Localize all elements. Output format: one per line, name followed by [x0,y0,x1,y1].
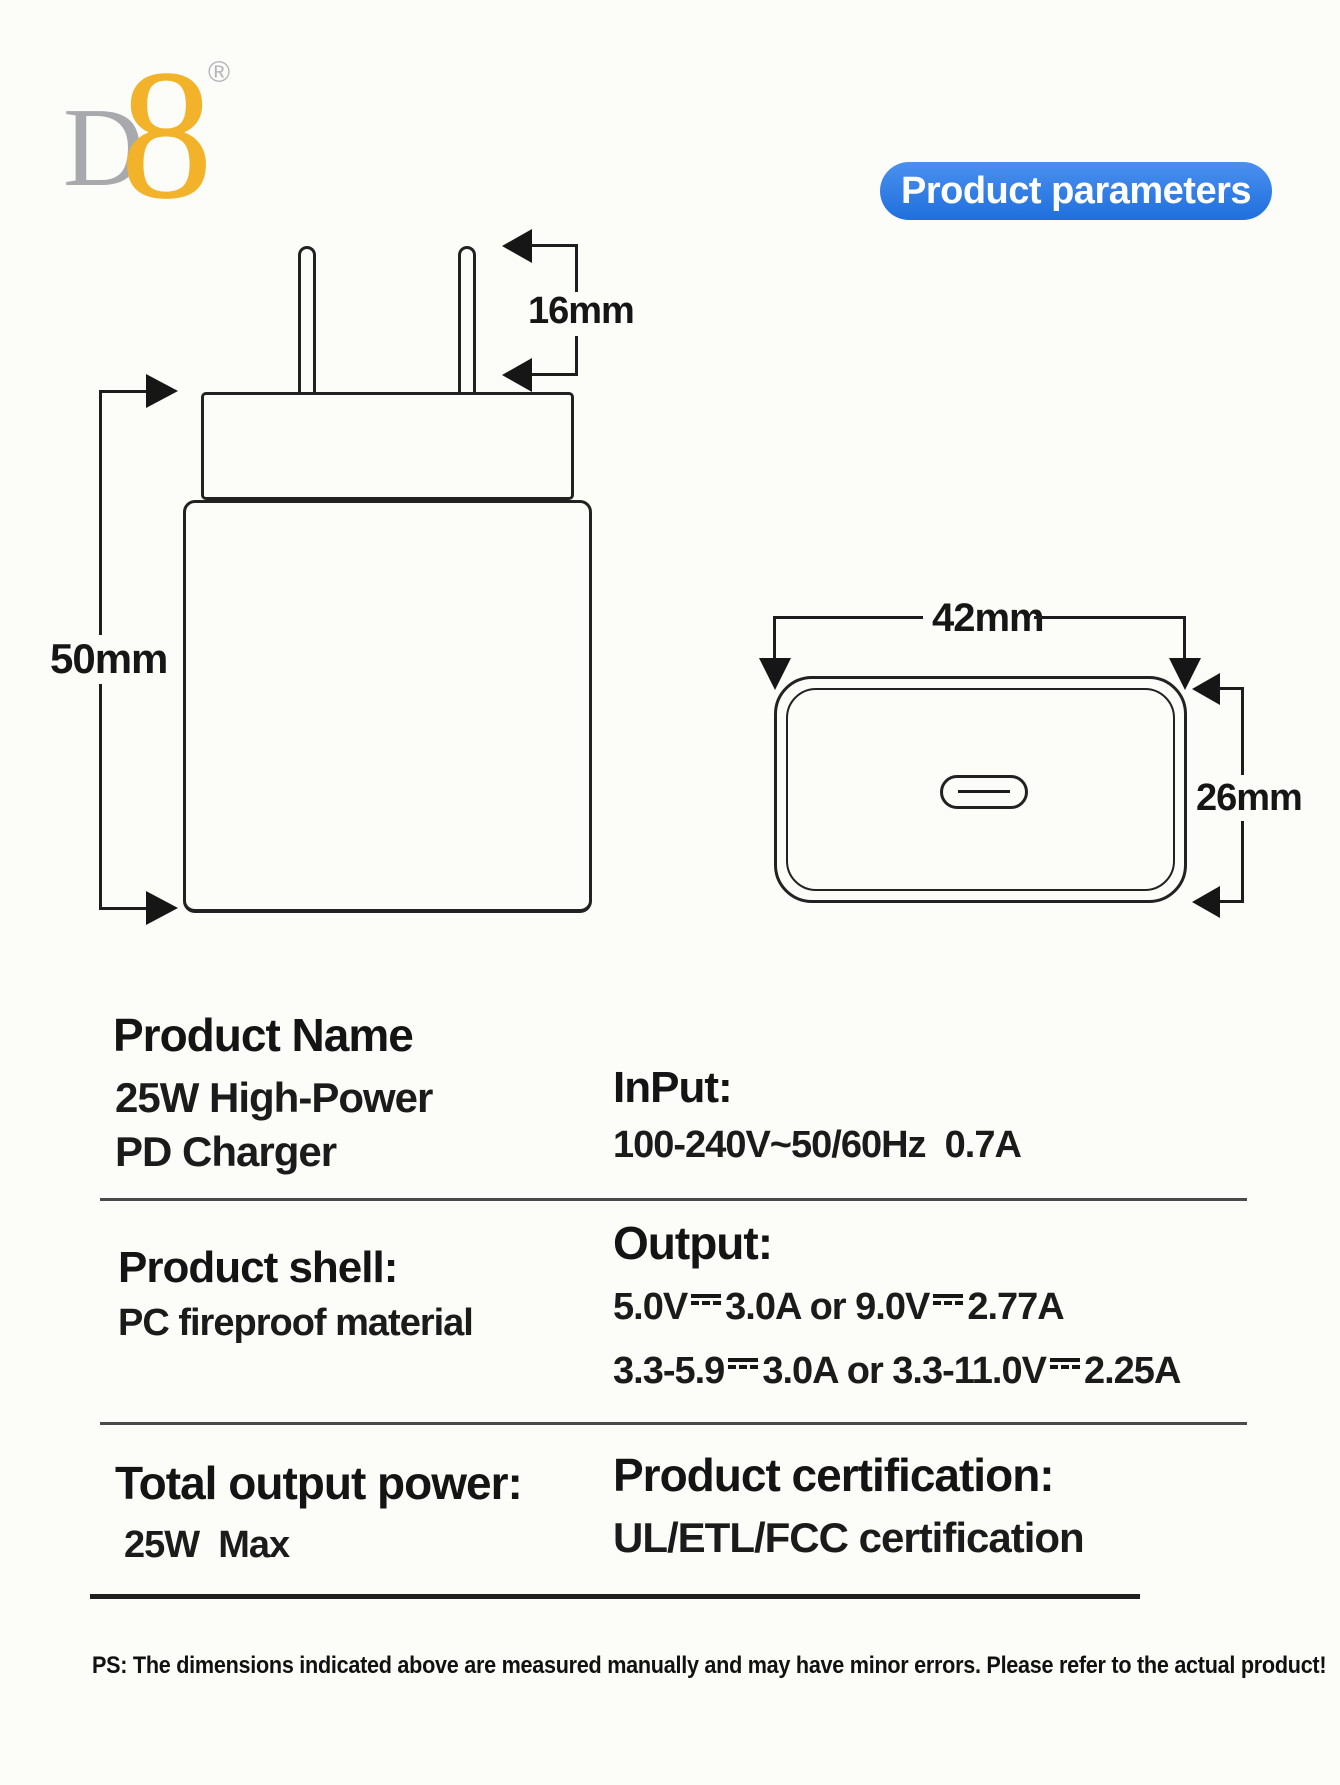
output-rating-text: 3.0A or 9.0V [725,1286,930,1328]
dim-42mm-line-left [775,616,923,619]
dim-16mm-top-line [530,244,578,247]
dim-26mm-bottom-line [1218,900,1244,903]
dim-26mm-extension-top [1241,687,1244,775]
dim-50mm-extension-bottom [99,684,102,910]
dim-16mm-extension-top [575,244,578,292]
certification-heading: Product certification: [613,1449,1055,1501]
logo-letter-d: D [63,86,144,210]
section-divider [100,1198,1247,1201]
output-line-1: 5.0V 3.0A or 9.0V 2.77A [613,1286,1065,1330]
output-rating-text: 2.25A [1083,1350,1181,1392]
usb-c-port-slot [958,790,1010,793]
product-parameters-badge-label: Product parameters [900,169,1252,212]
product-name-line-1: 25W High-Power [115,1074,433,1121]
charger-top-cap [201,392,574,500]
total-power-heading: Total output power: [115,1457,523,1509]
dim-16mm-extension-bottom [575,336,578,376]
arrow-right-icon [146,374,178,408]
dim-26mm-extension-bottom [1241,821,1244,903]
dc-current-symbol [1049,1358,1080,1376]
dc-current-symbol [728,1358,759,1376]
dim-label-16mm: 16mm [528,290,635,332]
dim-42mm-line-right [1034,616,1186,619]
product-shell-value: PC fireproof material [118,1302,474,1344]
brand-logo: D 8 ® [60,30,260,228]
charger-left-prong [298,246,316,396]
dim-label-26mm: 26mm [1196,777,1303,819]
output-rating-text: 3.3-5.9 [613,1350,725,1392]
charger-body [183,500,592,913]
dim-label-42mm: 42mm [932,596,1045,640]
arrow-left-icon [502,229,532,263]
output-line-2: 3.3-5.9 3.0A or 3.3-11.0V 2.25A [613,1350,1181,1394]
dim-50mm-extension-top [99,390,102,635]
product-parameters-badge: Product parameters [880,162,1272,220]
arrow-down-icon [759,658,791,690]
footnote-text: PS: The dimensions indicated above are m… [92,1652,1327,1679]
output-rating-text: 3.0A or 3.3-11.0V [762,1350,1047,1392]
output-rating-text: 5.0V [613,1286,688,1328]
registered-trademark-icon: ® [208,56,231,89]
dim-50mm-top-line [99,390,148,393]
charger-right-prong [458,246,476,396]
footnote-divider [90,1594,1140,1599]
arrow-left-icon [1192,886,1220,918]
product-shell-heading: Product shell: [118,1243,398,1292]
input-value: 100-240V~50/60Hz 0.7A [613,1124,1022,1166]
dim-50mm-bottom-line [99,907,148,910]
dim-label-50mm: 50mm [50,635,168,682]
output-rating-text: 2.77A [967,1286,1064,1328]
total-power-value: 25W Max [124,1524,290,1566]
logo-digit-8: 8 [120,32,213,238]
arrow-right-icon [146,891,178,925]
input-heading: InPut: [613,1063,733,1112]
certification-value: UL/ETL/FCC certification [613,1514,1085,1561]
product-name-line-2: PD Charger [115,1128,337,1175]
dim-26mm-top-line [1218,687,1244,690]
dim-42mm-stem-right [1183,616,1186,660]
dc-current-symbol [933,1294,964,1312]
arrow-left-icon [1192,673,1220,705]
dim-42mm-stem-left [773,616,776,660]
dim-16mm-bottom-line [530,373,578,376]
product-name-heading: Product Name [113,1009,414,1061]
dc-current-symbol [691,1294,722,1312]
arrow-left-icon [502,358,532,392]
charger-top-view-outer [774,676,1187,903]
charger-top-view-inner [786,688,1175,891]
section-divider [100,1422,1247,1425]
usb-c-port [940,775,1028,809]
output-heading: Output: [613,1217,773,1269]
